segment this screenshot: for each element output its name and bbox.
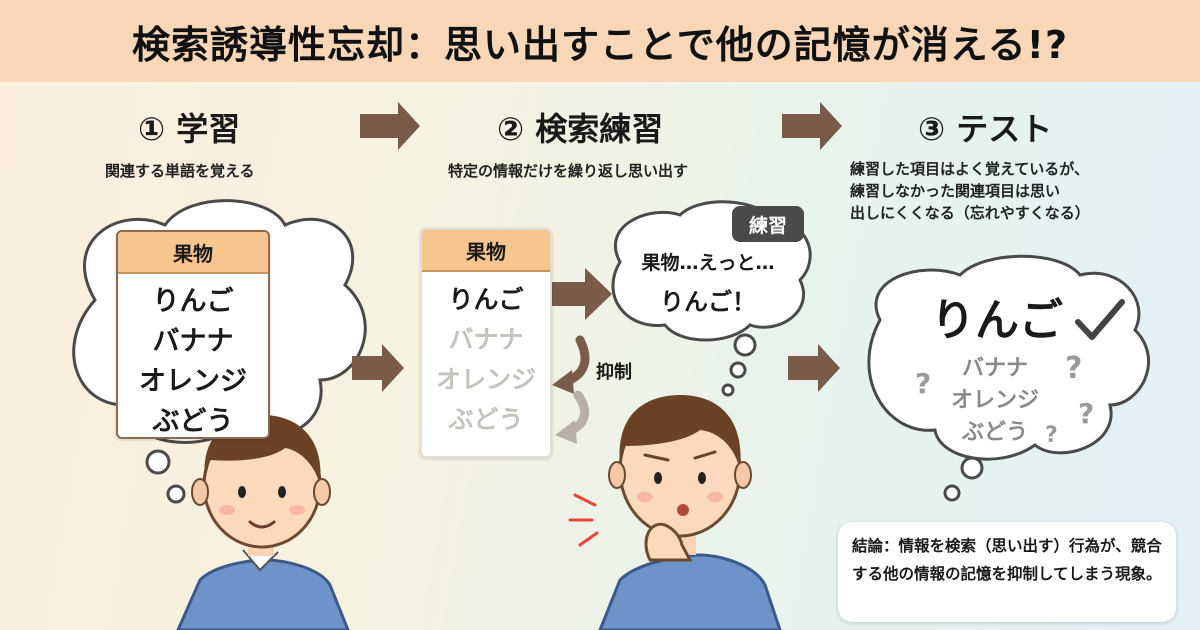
person-1-illustration xyxy=(176,415,350,630)
suppress-label: 抑制 xyxy=(596,362,632,383)
conclusion-box: 結論：情報を検索（思い出す）行為が、競合する他の情報の記憶を抑制してしまう現象。 xyxy=(838,522,1176,622)
question-mark: ? xyxy=(1078,397,1094,430)
recalled-word: りんご xyxy=(931,295,1063,346)
suppress-arrows xyxy=(552,335,590,444)
title-bar: 検索誘導性忘却：思い出すことで他の記憶が消える!? xyxy=(0,0,1200,82)
card-item: オレンジ xyxy=(139,366,247,397)
word-card-practice: 果物 りんご バナナ オレンジ ぶどう xyxy=(420,228,552,458)
person-2-illustration xyxy=(568,395,782,630)
practice-tag: 練習 xyxy=(732,206,804,242)
step-1-subtitle: 関連する単語を覚える xyxy=(105,162,255,180)
practice-bubble-line2: りんご！ xyxy=(660,288,756,316)
card-item: ぶどう xyxy=(152,406,234,437)
arrows xyxy=(352,102,842,392)
step-3-subtitle: 練習した項目はよく覚えているが、 練習しなかった関連項目は思い 出しにくくなる（… xyxy=(850,160,1090,222)
question-mark: ? xyxy=(1065,351,1082,386)
card-item: バナナ xyxy=(152,326,234,357)
card-item-practiced: りんご xyxy=(448,285,524,314)
practice-bubble-line1: 果物…えっと… xyxy=(641,252,775,274)
card-category: 果物 xyxy=(118,232,268,274)
arrow-step-2-3 xyxy=(782,102,842,150)
step-1-title: ① 学習 xyxy=(138,110,241,148)
forgotten-word: ぶどう xyxy=(961,420,1028,445)
question-mark: ? xyxy=(1045,423,1058,448)
card-category: 果物 xyxy=(422,230,550,272)
question-mark: ? xyxy=(915,367,931,400)
word-card-study: 果物 りんご バナナ オレンジ ぶどう xyxy=(116,230,270,439)
card-item: りんご xyxy=(152,286,234,317)
arrow-step-1-2 xyxy=(360,102,420,150)
question-marks: ? ? ? ? xyxy=(915,351,1094,448)
step-3-title: ③ テスト xyxy=(918,110,1053,148)
card-item-faded: バナナ xyxy=(448,325,524,354)
step-2-subtitle: 特定の情報だけを繰り返し思い出す xyxy=(448,162,689,180)
forgotten-word: バナナ xyxy=(961,356,1028,381)
forgotten-word: オレンジ xyxy=(950,388,1039,413)
page-title: 検索誘導性忘却：思い出すことで他の記憶が消える!? xyxy=(131,22,1069,67)
arrow-mid-1 xyxy=(352,344,404,392)
checkmark-icon xyxy=(1075,299,1125,340)
step-2-title: ② 検索練習 xyxy=(497,110,664,148)
card-item-faded: オレンジ xyxy=(435,365,536,394)
arrow-card-to-bubble xyxy=(550,268,612,320)
arrow-mid-2 xyxy=(788,344,840,392)
card-item-faded: ぶどう xyxy=(448,405,524,434)
thought-bubble-3 xyxy=(867,254,1151,502)
